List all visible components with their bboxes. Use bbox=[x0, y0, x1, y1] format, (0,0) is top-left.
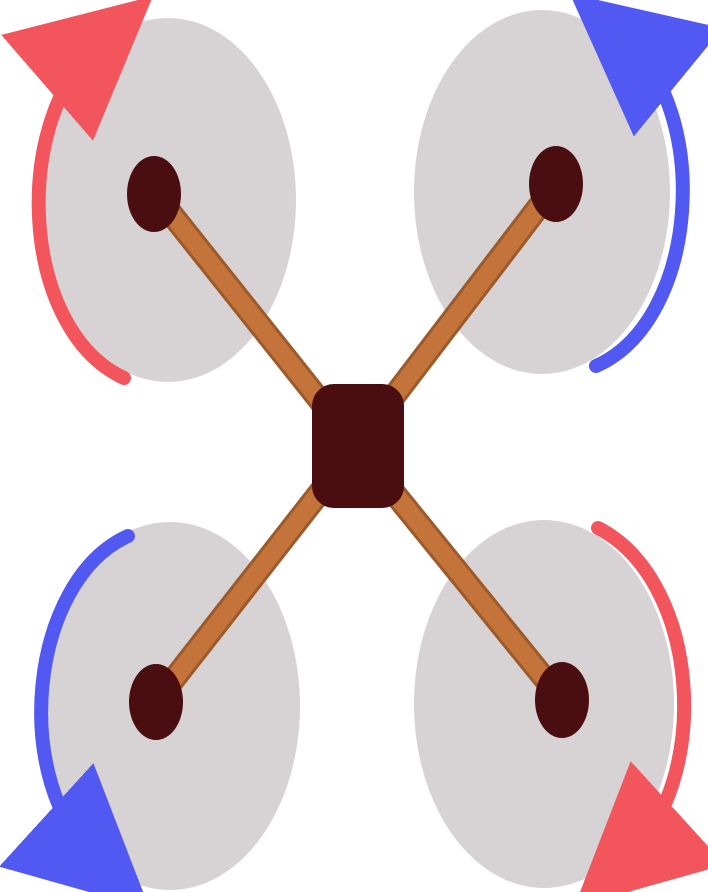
motor-hub-front-left bbox=[127, 156, 181, 232]
motor-hub-front-right bbox=[529, 146, 583, 222]
frame-body bbox=[312, 384, 404, 508]
motor-hub-rear-right bbox=[535, 662, 589, 738]
motor-hub-rear-left bbox=[129, 664, 183, 740]
